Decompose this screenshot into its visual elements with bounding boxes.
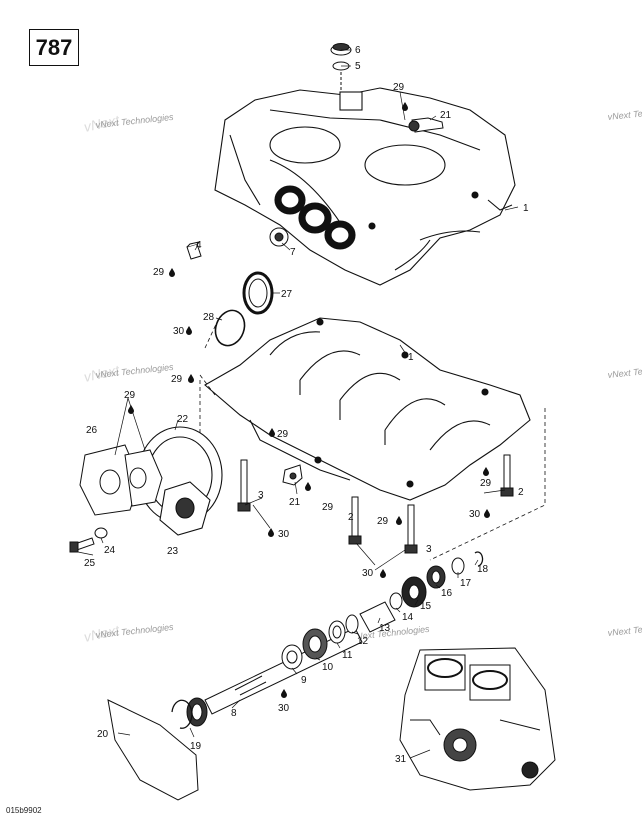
callout-labels: 6 5 29 21 1 7 4 29 27 28 30 1 29 29 22 2… (84, 45, 529, 765)
callout-24: 24 (104, 545, 116, 556)
callout-29: 29 (480, 478, 492, 489)
page-number: 787 (35, 34, 73, 60)
callout-11: 11 (342, 650, 353, 661)
callout-29: 29 (322, 502, 334, 513)
callout-3: 3 (426, 544, 432, 555)
callout-30: 30 (469, 509, 481, 520)
drawing-code: 015b9902 (6, 806, 42, 815)
crankshaft-assembly (107, 551, 484, 801)
cover-22 (137, 426, 223, 536)
callout-1: 1 (408, 352, 414, 363)
callout-14: 14 (402, 612, 414, 623)
callout-31: 31 (395, 754, 407, 765)
watermark-text: vNext Technologies (607, 362, 642, 380)
callout-23: 23 (167, 546, 179, 557)
callout-4: 4 (196, 240, 202, 251)
dashed-guide-lower (199, 319, 546, 561)
watermark-text: vNext Technologies (607, 620, 642, 638)
callout-20: 20 (97, 729, 109, 740)
callout-16: 16 (441, 588, 453, 599)
callout-9: 9 (301, 675, 307, 686)
callout-30: 30 (173, 326, 185, 337)
leader-lines (77, 49, 519, 759)
callout-30: 30 (278, 703, 290, 714)
part-4-bolt (186, 241, 202, 260)
svg-text:vNext: vNext (82, 362, 121, 385)
callout-7: 7 (290, 247, 296, 258)
callout-10: 10 (322, 662, 334, 673)
callout-25: 25 (84, 558, 96, 569)
callout-29: 29 (124, 390, 136, 401)
callout-30: 30 (278, 529, 290, 540)
callout-29: 29 (153, 267, 165, 278)
lower-crankcase (204, 317, 531, 501)
callout-12: 12 (357, 636, 369, 647)
svg-text:vNext: vNext (82, 622, 121, 645)
callout-21: 21 (289, 497, 301, 508)
callout-5: 5 (355, 61, 361, 72)
watermark-text: vNext Technologies (607, 104, 642, 122)
callout-8: 8 (231, 708, 237, 719)
callout-2: 2 (348, 512, 354, 523)
callout-26: 26 (86, 425, 98, 436)
callout-19: 19 (190, 741, 202, 752)
callout-28: 28 (203, 312, 215, 323)
callout-6: 6 (355, 45, 361, 56)
callout-29: 29 (277, 429, 289, 440)
callout-15: 15 (420, 601, 432, 612)
o-ring-28 (214, 309, 246, 347)
plug-cap (330, 43, 352, 92)
callout-18: 18 (477, 564, 489, 575)
gasket-26 (79, 444, 163, 516)
elbow-fitting-top (408, 117, 444, 133)
callout-30: 30 (362, 568, 374, 579)
callout-29: 29 (171, 374, 183, 385)
callout-29: 29 (377, 516, 389, 527)
callout-2: 2 (518, 487, 524, 498)
callout-29: 29 (393, 82, 405, 93)
bolts-3-2 (237, 454, 514, 554)
svg-text:vNext: vNext (82, 112, 121, 135)
callout-27: 27 (281, 289, 293, 300)
seal-27 (242, 271, 274, 315)
callout-1: 1 (523, 203, 529, 214)
callout-21: 21 (440, 110, 452, 121)
callout-13: 13 (379, 623, 391, 634)
page-number-box: 787 (29, 29, 79, 66)
upper-crankcase (214, 87, 516, 286)
callout-22: 22 (177, 414, 189, 425)
callout-17: 17 (460, 578, 472, 589)
engine-assembly-31 (399, 647, 556, 791)
seal-7 (269, 227, 289, 247)
watermarks: vNext vNext Technologies vNext Technolog… (82, 104, 642, 645)
callout-3: 3 (258, 490, 264, 501)
fastener-24-25 (69, 527, 108, 553)
